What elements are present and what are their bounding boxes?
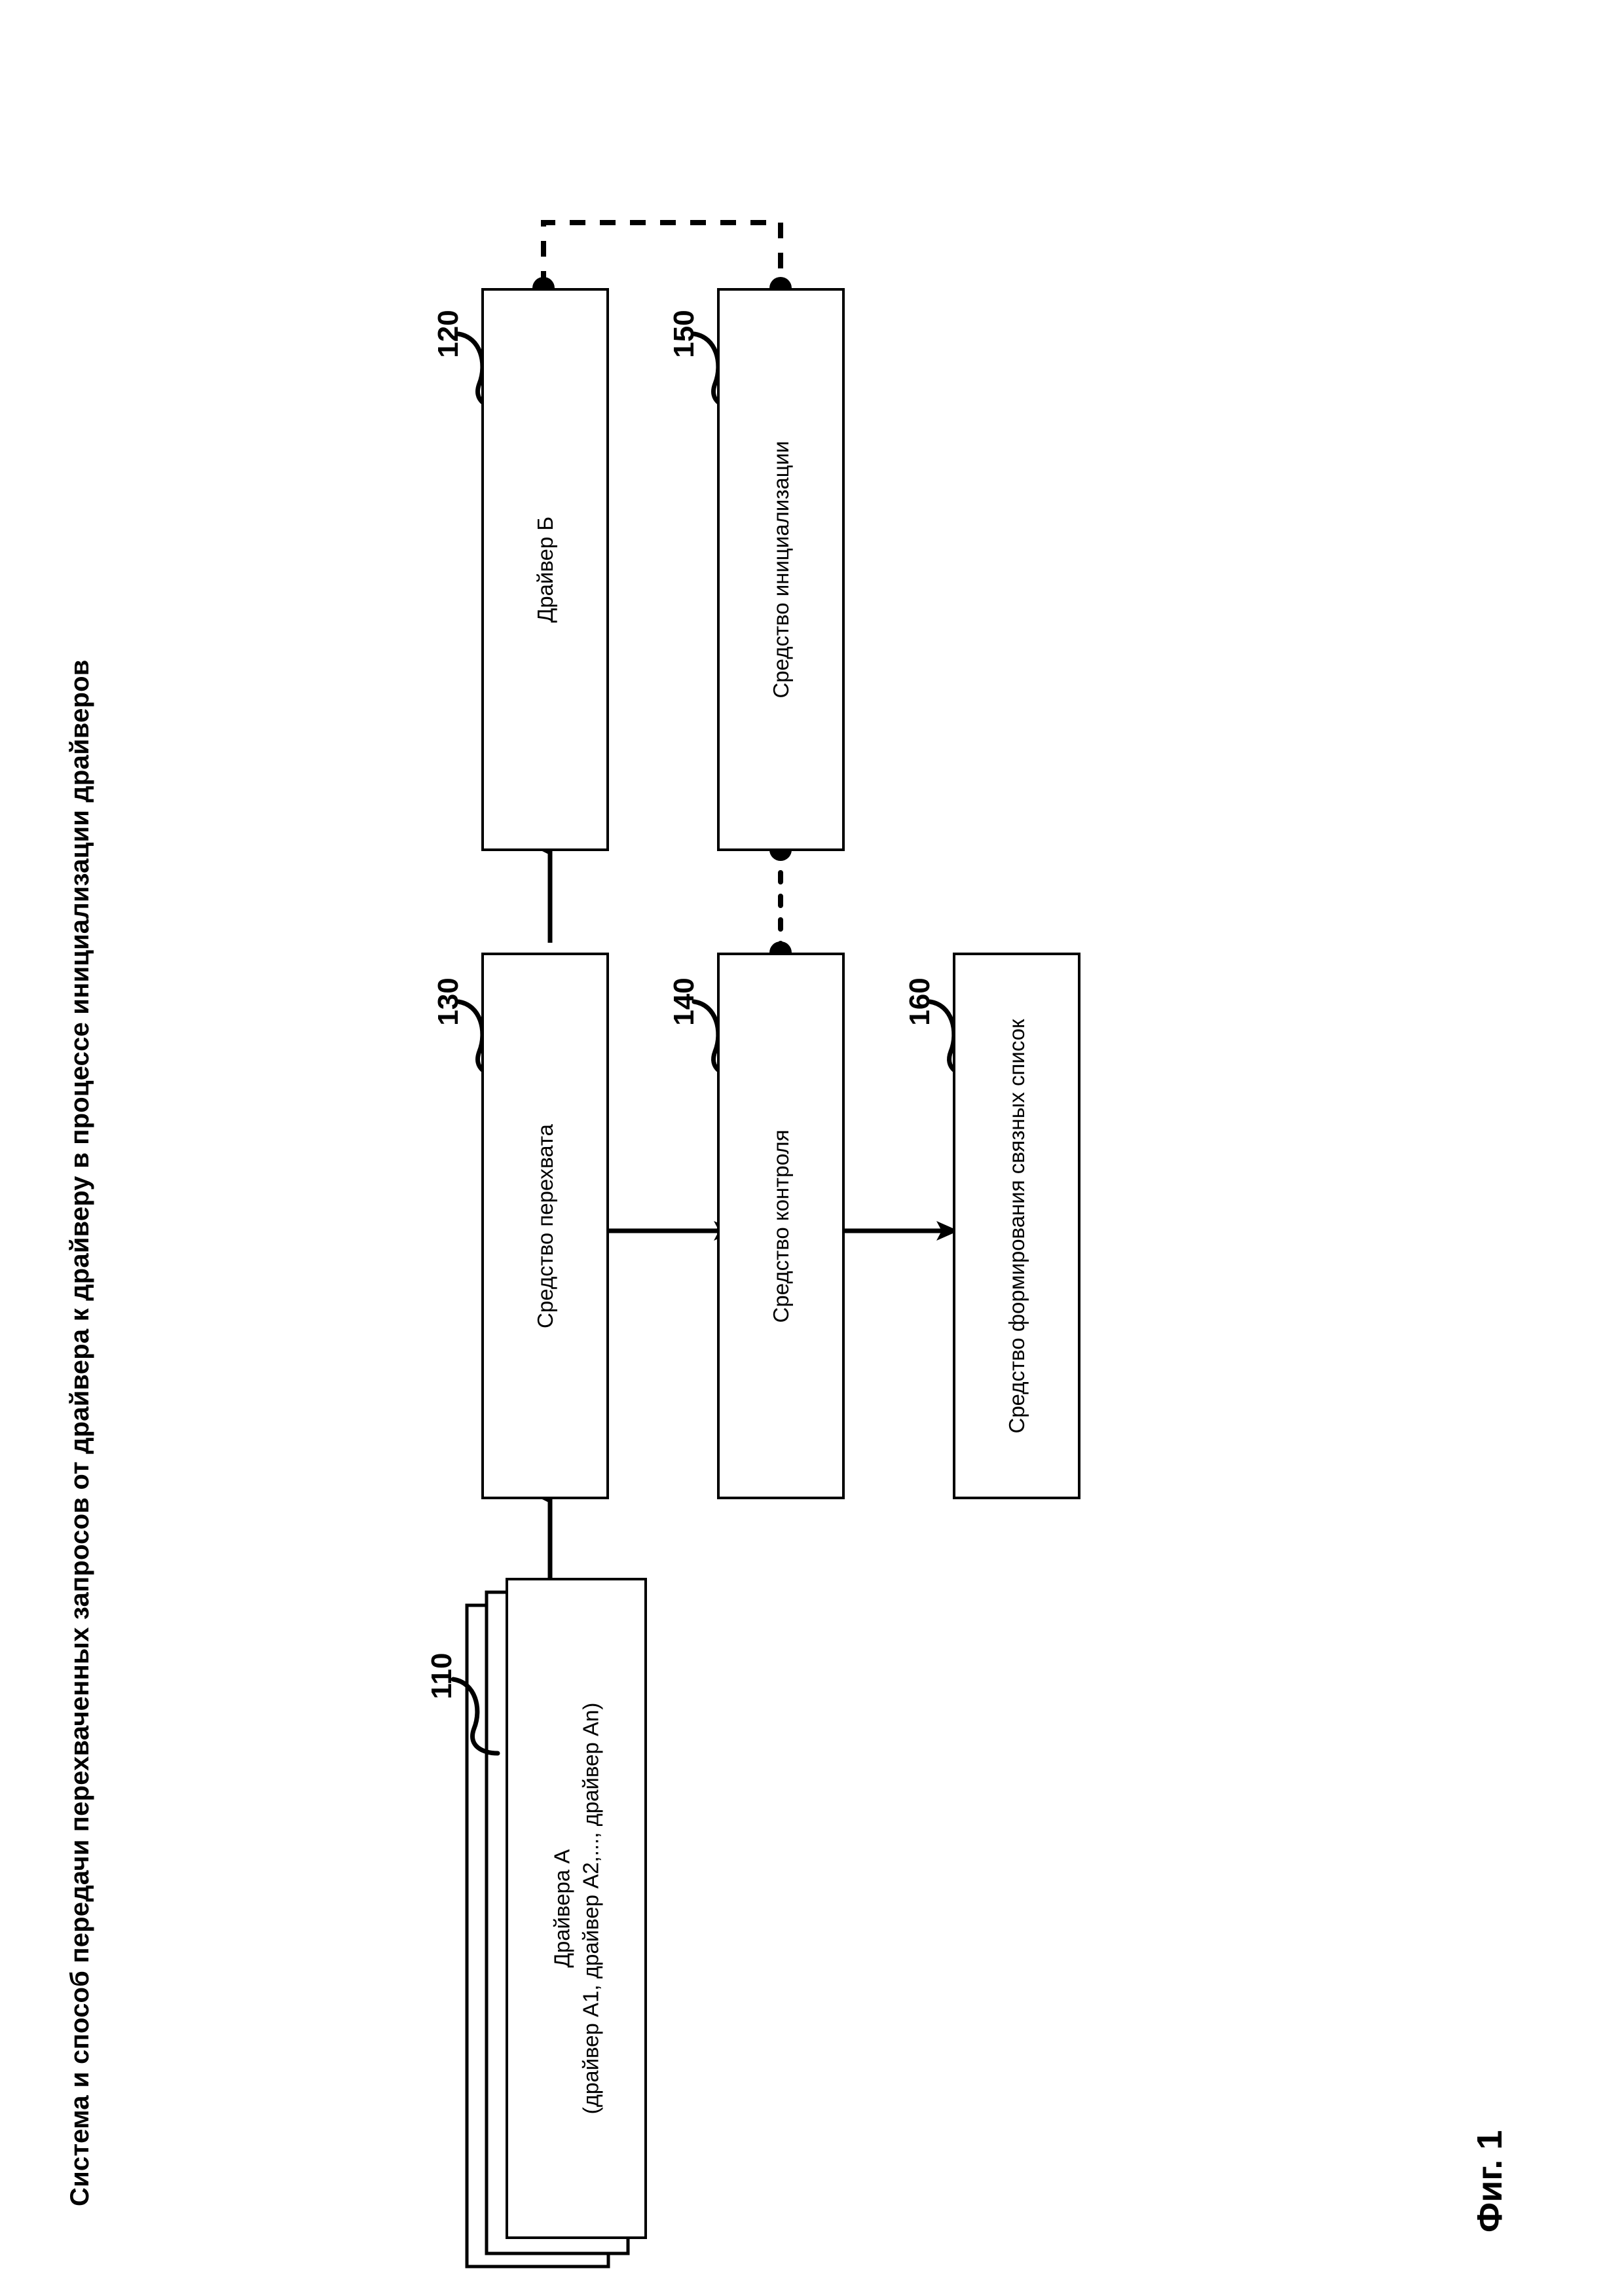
dashed-driver-b-to-initialization: [541, 220, 783, 287]
ref-numeral-130: 130: [432, 977, 464, 1026]
ref-numeral-120: 120: [432, 310, 464, 358]
block-interception-means-label: Средство перехвата: [532, 1123, 557, 1328]
page-title: Система и способ передачи перехваченных …: [65, 659, 94, 2206]
ref-numeral-160: 160: [904, 977, 936, 1026]
block-driver-b[interactable]: Драйвер Б: [481, 288, 609, 851]
block-interception-means[interactable]: Средство перехвата: [481, 953, 609, 1499]
ref-numeral-150: 150: [668, 310, 700, 358]
block-drivers-a-label: Драйвера А (драйвер А1, драйвер А2,..., …: [547, 1703, 604, 2115]
ref-numeral-110: 110: [426, 1652, 458, 1700]
figure-caption: Фиг. 1: [1470, 2130, 1509, 2232]
block-control-means[interactable]: Средство контроля: [717, 953, 845, 1499]
block-drivers-a[interactable]: Драйвера А (драйвер А1, драйвер А2,..., …: [506, 1578, 647, 2239]
ref-numeral-140: 140: [668, 977, 700, 1026]
block-control-means-label: Средство контроля: [768, 1129, 793, 1322]
block-initialization-means[interactable]: Средство инициализации: [717, 288, 845, 851]
block-drivers-a-label-line1: Драйвера А: [549, 1849, 574, 1968]
block-linked-list-builder-label: Средство формирования связных список: [1004, 1019, 1029, 1433]
block-driver-b-label: Драйвер Б: [532, 516, 557, 623]
block-linked-list-builder[interactable]: Средство формирования связных список: [953, 953, 1080, 1499]
block-drivers-a-label-line2: (драйвер А1, драйвер А2,..., драйвер Аn): [578, 1702, 602, 2115]
block-initialization-means-label: Средство инициализации: [768, 441, 793, 699]
